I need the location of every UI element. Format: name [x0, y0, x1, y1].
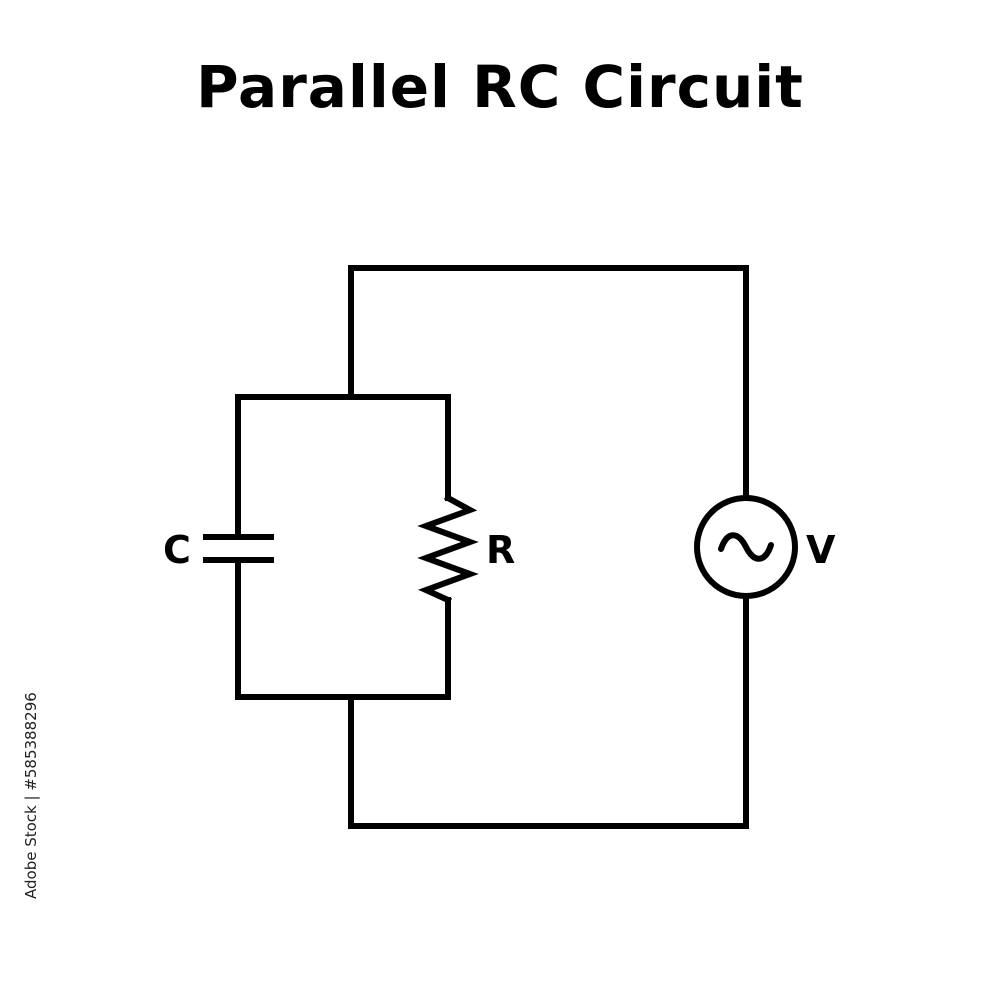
- source-label: V: [806, 528, 836, 572]
- resistor-zigzag: [417, 493, 479, 604]
- capacitor-symbol: [203, 534, 274, 563]
- page-title: Parallel RC Circuit: [196, 53, 804, 121]
- sine-wave-icon: [718, 532, 774, 562]
- top-wire: [348, 265, 749, 501]
- resistor-label: R: [486, 528, 515, 572]
- ac-source-symbol: [694, 495, 798, 599]
- stock-id-text: Adobe Stock | #585388296: [3, 692, 43, 900]
- capacitor-label: C: [163, 528, 191, 572]
- stock-id-label: Adobe Stock | #585388296: [22, 692, 40, 899]
- bottom-wire: [348, 594, 749, 829]
